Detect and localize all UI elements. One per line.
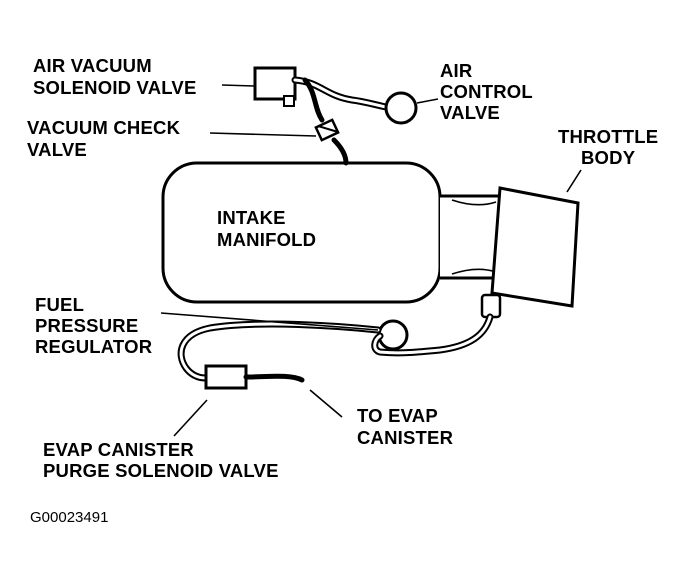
- leader-to-evap: [309, 389, 343, 418]
- hose-solenoid-to-check: [302, 77, 325, 123]
- air-control-valve: [384, 91, 418, 125]
- label-vacuum-check-line1: VACUUM CHECK: [27, 117, 181, 138]
- label-to-evap-line2: CANISTER: [357, 427, 453, 448]
- throttle-body: [490, 186, 580, 308]
- leader-fuel: [160, 312, 379, 331]
- label-throttle-line2: BODY: [581, 147, 636, 168]
- label-evap-purge-line2: PURGE SOLENOID VALVE: [43, 460, 279, 481]
- label-throttle-line1: THROTTLE: [558, 126, 658, 147]
- evap-purge-solenoid-valve: [204, 364, 248, 390]
- leader-vacuum-check: [209, 132, 317, 137]
- label-air-control-line2: CONTROL: [440, 81, 533, 102]
- leader-air-vacuum: [221, 84, 255, 87]
- label-fuel-line1: FUEL: [35, 294, 84, 315]
- label-intake-line1: INTAKE: [217, 207, 286, 228]
- label-evap-purge-line1: EVAP CANISTER: [43, 439, 194, 460]
- label-to-evap-line1: TO EVAP: [357, 405, 438, 426]
- hose-check-to-manifold: [331, 137, 349, 166]
- label-fuel-line3: REGULATOR: [35, 336, 152, 357]
- label-fuel-line2: PRESSURE: [35, 315, 138, 336]
- leader-throttle: [566, 169, 582, 193]
- throttle-neck: [440, 194, 502, 280]
- hose-to-evap-canister: [243, 373, 305, 383]
- label-vacuum-check-line2: VALVE: [27, 139, 87, 160]
- figure-code: G00023491: [30, 509, 108, 526]
- label-air-control-line3: VALVE: [440, 102, 500, 123]
- label-air-vacuum-line1: AIR VACUUM: [33, 55, 152, 76]
- label-air-vacuum-line2: SOLENOID VALVE: [33, 77, 197, 98]
- air-vacuum-solenoid-port: [283, 95, 295, 107]
- vacuum-check-valve: [314, 118, 340, 142]
- label-intake-line2: MANIFOLD: [217, 229, 316, 250]
- air-vacuum-solenoid-valve: [253, 66, 297, 101]
- leader-air-control: [416, 98, 439, 104]
- leader-evap-purge: [173, 399, 208, 437]
- label-air-control-line1: AIR: [440, 60, 472, 81]
